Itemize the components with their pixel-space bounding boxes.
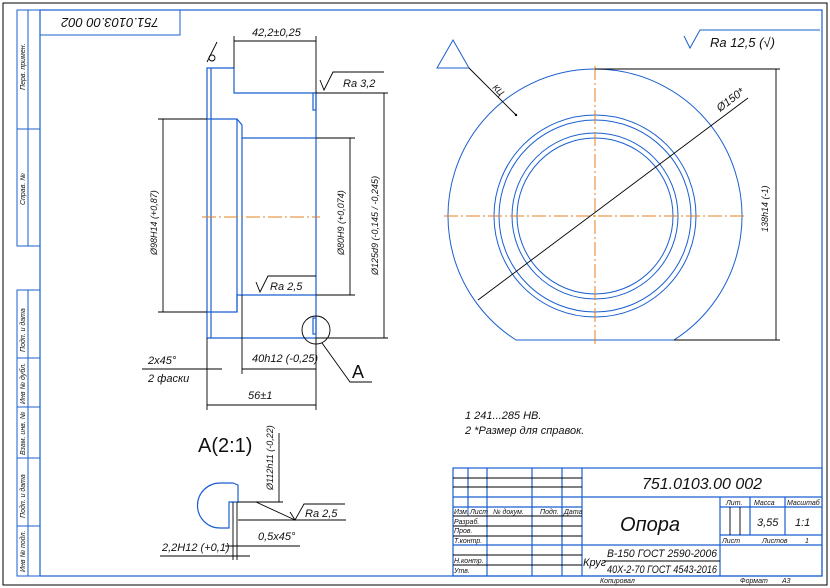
strip-label: Инв № дубл. (19, 363, 27, 404)
strip-label: Инв № подл. (19, 530, 27, 572)
tb-header: Дата (563, 509, 583, 516)
tb-role: Т.контр. (454, 538, 482, 545)
tb-header: Подп. (540, 508, 559, 516)
roughness-ra25-bore: Ra 2,5 (270, 281, 303, 293)
tb-sheets: 1 (805, 538, 809, 545)
tb-material-top: В-150 ГОСТ 2590-2006 (607, 548, 718, 560)
tb-role: Н.контр. (454, 558, 484, 565)
roughness-mark (255, 275, 316, 294)
detail-callout: A (352, 362, 364, 382)
section-dimensions: 42,2±0,25 Ø98H14 (+0,87) Ø80H9 (+0,074) … (142, 27, 388, 410)
dim-chamfer-small: 0,5x45° (258, 531, 296, 543)
tb-mass: 3,55 (757, 517, 779, 529)
note: 1 241...285 HB. (465, 410, 541, 422)
copied-label: Копировал (600, 578, 635, 585)
tb-role: Утв. (453, 568, 470, 575)
dim-chamfer-note: 2 фаски (147, 373, 189, 385)
roughness-mark (319, 71, 384, 92)
dim-len56: 56±1 (248, 390, 272, 402)
strip-label: Взам. инв. № (20, 411, 27, 455)
tb-role: Пров. (454, 528, 473, 535)
note: 2 *Размер для справок. (464, 425, 584, 437)
tb-part-name: Опора (620, 514, 680, 536)
tb-header: Лист (469, 509, 488, 516)
tb-scale-label: Масштаб (787, 499, 821, 507)
technical-notes: 1 241...285 HB. 2 *Размер для справок. (464, 410, 584, 437)
roughness-general: Ra 12,5 (√) (710, 35, 775, 50)
tb-scale: 1:1 (795, 517, 810, 529)
dim-h138: 138h14 (-1) (760, 185, 770, 232)
dim-d98: Ø98H14 (+0,87) (149, 190, 159, 256)
tb-sheets-label: Листов (761, 538, 788, 545)
tb-material-bottom: 40Х-2-70 ГОСТ 4543-2016 (607, 564, 718, 576)
base-triangle-icon (436, 38, 470, 69)
strip-label: Подп. и дата (19, 308, 27, 352)
tb-header: Изм. (454, 509, 469, 516)
dim-len40: 40h12 (-0,25) (252, 353, 318, 365)
tb-mass-label: Масса (754, 500, 775, 507)
format-label: Формат (740, 578, 768, 585)
kc-label: КЦ (491, 82, 507, 98)
detail-title: A(2:1) (198, 435, 252, 457)
detail-circle (301, 315, 331, 345)
side-strip: Перв. примен. Справ. № Подп. и дата Инв … (16, 9, 41, 577)
dim-d125: Ø125d9 (-0,145 / -0,245) (370, 176, 380, 276)
detail-view: A(2:1) Ø112h11 (-0,22) Ra 2,5 0,5x45° 2,… (160, 425, 346, 560)
roughness-ra32: Ra 3,2 (343, 78, 375, 90)
strip-label: Справ. № (20, 173, 27, 205)
tb-material-prefix: Круг (583, 557, 607, 569)
format-value: A3 (781, 578, 791, 585)
roughness-ra25-detail: Ra 2,5 (305, 508, 338, 520)
dim-d112: Ø112h11 (-0,22) (265, 425, 275, 491)
title-block: Изм. Лист № докум. Подп. Дата Разраб. Пр… (452, 467, 823, 585)
tb-lit-label: Лит. (725, 500, 742, 507)
tb-sheet-label: Лист (721, 538, 740, 545)
roughness-general-mark (683, 29, 820, 50)
dim-d80: Ø80H9 (+0,074) (336, 190, 346, 256)
designation-rotated: 751.0103.00 002 (60, 15, 158, 30)
section-view (202, 41, 320, 339)
strip-label: Подп. и дата (19, 474, 27, 518)
front-view: Ø150* 138h14 (-1) КЦ Ra 12,5 (√) (436, 29, 820, 345)
dim-flange-width: 42,2±0,25 (252, 27, 302, 39)
tb-header: № докум. (493, 508, 524, 516)
rotated-designation-box: 751.0103.00 002 (39, 9, 181, 36)
strip-label: Перв. примен. (20, 43, 27, 90)
dim-groove: 2,2H12 (+0,1) (161, 542, 230, 554)
dim-chamfer: 2x45° (147, 355, 177, 367)
tb-designation: 751.0103.00 002 (642, 476, 762, 493)
tb-role: Разраб. (454, 518, 479, 526)
